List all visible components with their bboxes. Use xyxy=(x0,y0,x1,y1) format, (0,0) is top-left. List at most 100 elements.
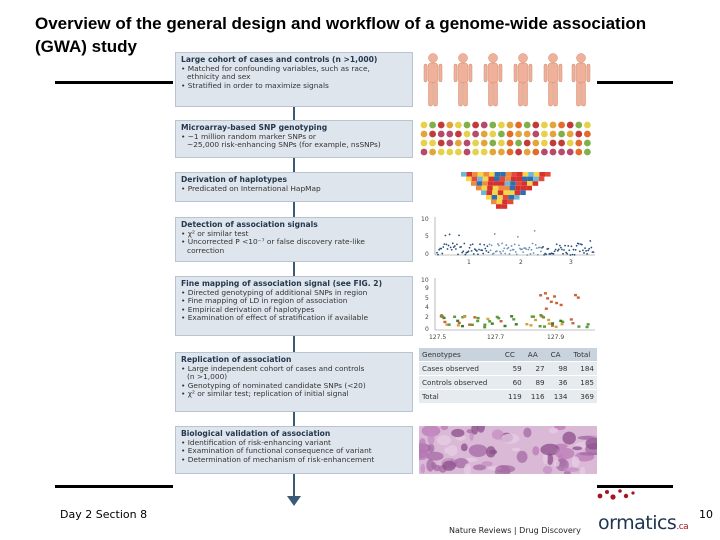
manhattan-point xyxy=(545,253,548,256)
manhattan-point xyxy=(456,243,458,246)
finemap-point xyxy=(555,301,559,305)
ld-cell xyxy=(486,195,492,200)
manhattan-point xyxy=(534,243,537,246)
manhattan-point xyxy=(484,247,487,250)
ld-cell xyxy=(514,195,520,200)
tissue-blob xyxy=(572,446,583,451)
ld-cell xyxy=(494,172,501,177)
microarray-spot xyxy=(463,130,471,138)
tissue-blob xyxy=(547,453,554,465)
microarray-spot xyxy=(472,121,479,129)
manhattan-point xyxy=(510,245,513,247)
ld-cell xyxy=(502,195,509,200)
step-bullet: • Empirical derivation of haplotypes xyxy=(181,304,315,314)
manhattan-point xyxy=(531,242,534,245)
microarray-spot xyxy=(437,139,445,147)
table-header-cell: Genotypes xyxy=(419,348,502,362)
ld-cell xyxy=(505,172,512,177)
ld-cell xyxy=(507,199,514,205)
microarray-spot xyxy=(506,148,514,156)
manhattan-point xyxy=(522,251,524,253)
manhattan-point xyxy=(567,245,570,247)
bottom-rule-left xyxy=(55,485,173,488)
microarray-spot xyxy=(566,139,574,147)
manhattan-point xyxy=(451,242,454,245)
ld-cell xyxy=(488,176,494,182)
manhattan-point xyxy=(547,247,550,250)
step-heading: Microarray-based SNP genotyping xyxy=(181,123,328,132)
tissue-blob xyxy=(579,452,597,456)
ld-cell xyxy=(509,185,516,191)
step-bullet: • Large independent cohort of cases and … xyxy=(181,363,365,373)
microarray-spot xyxy=(446,130,454,138)
manhattan-point xyxy=(582,249,584,252)
finemap-point xyxy=(510,315,514,318)
microarray-spot xyxy=(463,148,471,156)
manhattan-point xyxy=(445,243,448,246)
ld-cell xyxy=(466,176,472,182)
table-cell: 369 xyxy=(570,389,597,403)
manhattan-point xyxy=(588,247,591,250)
ld-cell xyxy=(499,176,506,182)
microarray-spot xyxy=(446,121,454,129)
microarray-spot xyxy=(515,121,522,129)
manhattan-point xyxy=(553,250,556,253)
manhattan-point xyxy=(479,243,481,246)
manhattan-point xyxy=(530,248,533,251)
tissue-blob xyxy=(563,467,580,472)
tissue-blob xyxy=(542,465,553,474)
microarray-spot xyxy=(532,148,540,156)
finemap-point xyxy=(560,323,564,326)
manhattan-point xyxy=(533,230,536,232)
step-bullet: • Determination of mechanism of risk-enh… xyxy=(181,454,375,464)
manhattan-point xyxy=(453,245,456,247)
tissue-blob xyxy=(460,443,468,452)
finemap-point xyxy=(486,317,490,321)
microarray-spot xyxy=(498,148,505,156)
finemap-point xyxy=(483,323,487,326)
tissue-blob xyxy=(481,461,493,467)
microarray-spot xyxy=(506,139,514,147)
ld-cell xyxy=(505,176,511,182)
tissue-blob xyxy=(420,463,426,474)
tissue-blob xyxy=(464,457,478,462)
table-header-cell: AA xyxy=(524,348,548,362)
manhattan-point xyxy=(572,248,575,251)
genotype-table: Genotypes CC AA CA Total Cases observed … xyxy=(419,348,597,403)
microarray-spot xyxy=(541,139,548,147)
manhattan-point xyxy=(485,249,488,252)
microarray-spot xyxy=(532,121,540,129)
step-detection-box: Detection of association signals • χ² or… xyxy=(175,217,413,262)
ld-cell xyxy=(522,176,528,182)
ld-cell xyxy=(476,185,482,191)
tissue-blob xyxy=(444,447,449,454)
manhattan-point xyxy=(448,233,451,236)
step-heading: Biological validation of association xyxy=(181,429,331,438)
manhattan-point xyxy=(450,248,453,251)
step-bullet: ethnicity and sex xyxy=(187,72,251,82)
finemap-point xyxy=(439,315,443,318)
brand-dots-icon xyxy=(597,489,635,500)
manhattan-point xyxy=(589,240,592,242)
microarray-spot xyxy=(549,139,557,147)
tissue-blob xyxy=(442,460,456,471)
finemap-point xyxy=(534,318,538,322)
ld-cell xyxy=(545,172,551,177)
microarray-spot xyxy=(420,139,428,147)
manhattan-point xyxy=(455,248,457,250)
manhattan-point xyxy=(556,249,559,252)
microarray-spot xyxy=(523,130,531,138)
manhattan-point xyxy=(446,248,449,250)
person-figure xyxy=(571,53,591,107)
manhattan-point xyxy=(514,251,517,253)
manhattan-point xyxy=(552,252,555,255)
step-bullet: • Stratified in order to maximize signal… xyxy=(181,80,329,90)
finemap-point xyxy=(538,325,542,328)
microarray-spot xyxy=(489,148,497,156)
step-cohort-box: Large cohort of cases and controls (n >1… xyxy=(175,52,413,107)
microarray-spot xyxy=(489,139,497,147)
finemap-point xyxy=(456,319,460,323)
microarray-spot xyxy=(480,121,488,129)
tissue-blob xyxy=(553,459,560,467)
manhattan-point xyxy=(481,249,484,252)
